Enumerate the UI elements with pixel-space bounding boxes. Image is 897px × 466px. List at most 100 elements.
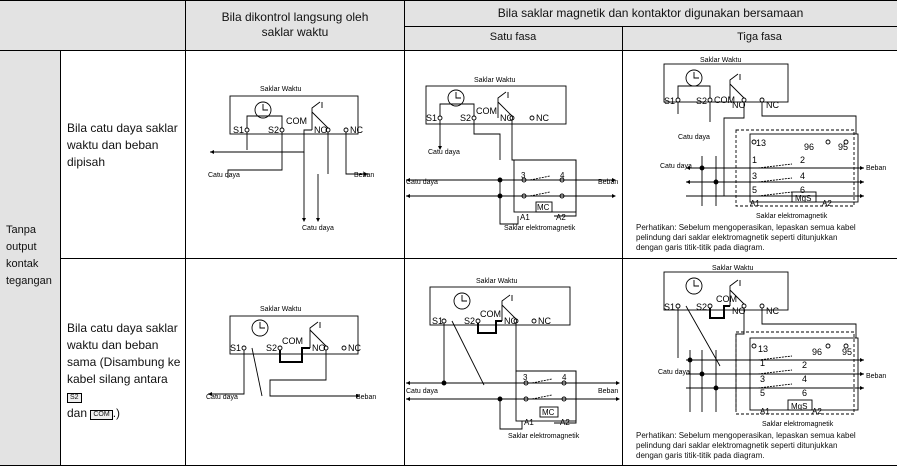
diagram-three-separate: Saklar Waktu S1 S2 COM NO NC Catu daya C… (660, 57, 886, 220)
label-com-6: COM (716, 294, 737, 304)
label-t4-3: 4 (800, 171, 805, 181)
label-s1-5: S1 (664, 96, 675, 106)
label-no-3: NO (500, 113, 514, 123)
row2-label-suffix: .) (112, 406, 121, 420)
label-s2: S2 (268, 125, 279, 135)
header-background (185, 0, 897, 50)
s2-terminal-box: S2 (67, 393, 82, 403)
label-load-2: Beban (356, 394, 376, 401)
label-t95-2: 95 (842, 347, 852, 357)
label-magnetic-switch-2: Saklar elektromagnetik (508, 433, 580, 440)
label-t4-4: 4 (802, 374, 807, 384)
label-power-5b: Catu daya (660, 163, 692, 170)
label-power-2: Catu daya (206, 394, 238, 401)
label-power-4: Catu daya (406, 388, 438, 395)
label-t13-2: 13 (758, 344, 768, 354)
diagram-three-same: Saklar Waktu S1 S2 COM NO NC Catu daya B… (658, 265, 886, 428)
label-a2: A2 (556, 213, 566, 222)
row2-label: Bila catu daya saklar waktu dan beban sa… (67, 320, 185, 422)
label-nc-2: NC (348, 343, 361, 353)
note-line1-2: Perhatikan: Sebelum mengoperasikan, lepa… (636, 431, 856, 440)
note-line2: pelindung dari saklar elektromagnetik se… (636, 233, 838, 242)
label-no-5: NO (732, 100, 746, 110)
label-nc: NC (350, 125, 363, 135)
label-nc-3: NC (536, 113, 549, 123)
label-load-5: Beban (866, 165, 886, 172)
note-three-phase-2: Perhatikan: Sebelum mengoperasikan, lepa… (636, 431, 894, 461)
label-mc-2: MC (542, 408, 555, 417)
label-t3-2: 3 (523, 373, 528, 382)
label-s1-4: S1 (432, 316, 443, 326)
diagram-single-same: Saklar Waktu S1 S2 COM NO NC Catu daya B… (406, 278, 620, 440)
note-line2-2: pelindung dari saklar elektromagnetik se… (636, 441, 838, 450)
label-a2-3: A2 (822, 199, 832, 208)
label-t4: 4 (560, 171, 565, 180)
label-timer-switch-4: Saklar Waktu (476, 278, 517, 285)
label-load-6: Beban (866, 373, 886, 380)
row2-label-mid: dan (67, 406, 88, 420)
label-timer-switch-2: Saklar Waktu (260, 306, 301, 313)
label-timer-switch-6: Saklar Waktu (712, 265, 753, 272)
label-no: NO (314, 125, 328, 135)
row1-label: Bila catu daya saklar waktu dan beban di… (67, 121, 178, 169)
label-com-2: COM (282, 336, 303, 346)
label-t96-2: 96 (812, 347, 822, 357)
label-a1-4: A1 (760, 407, 770, 416)
header-corner (0, 0, 185, 50)
label-no-6: NO (732, 306, 746, 316)
label-nc-5: NC (766, 100, 779, 110)
label-s2-4: S2 (464, 316, 475, 326)
label-nc-4: NC (538, 316, 551, 326)
label-magnetic-switch-4: Saklar elektromagnetik (762, 421, 834, 428)
label-load-3: Beban (598, 179, 618, 186)
label-t6-2: 6 (802, 388, 807, 398)
label-power-bottom: Catu daya (302, 225, 334, 232)
label-t4-2: 4 (562, 373, 567, 382)
label-a2-4: A2 (812, 407, 822, 416)
label-s2-6: S2 (696, 302, 707, 312)
label-com-3: COM (476, 106, 497, 116)
label-power-5: Catu daya (678, 134, 710, 141)
com-terminal-box: COM (90, 410, 113, 420)
label-power-6: Catu daya (658, 369, 690, 376)
label-a2-2: A2 (560, 418, 570, 427)
label-a1-3: A1 (750, 199, 760, 208)
label-s1-3: S1 (426, 113, 437, 123)
label-com-4: COM (480, 309, 501, 319)
label-t13: 13 (756, 138, 766, 148)
label-com: COM (286, 116, 307, 126)
header-single-phase: Satu fasa (489, 31, 537, 43)
diagram-direct-same: Saklar Waktu S1 S2 COM NO NC Catu daya B… (206, 306, 376, 401)
label-mc: MC (537, 203, 550, 212)
label-magnetic-switch: Saklar elektromagnetik (504, 225, 576, 232)
note-line3-2: dengan garis titik-titik pada diagram. (636, 451, 765, 460)
label-t3-4: 3 (760, 374, 765, 384)
label-com-5: COM (714, 95, 735, 105)
label-power-3b: Catu daya (406, 179, 438, 186)
label-magnetic-switch-3: Saklar elektromagnetik (756, 213, 828, 220)
label-timer-switch-3: Saklar Waktu (474, 77, 515, 84)
header-three-phase: Tiga fasa (737, 31, 782, 43)
label-s1-2: S1 (230, 343, 241, 353)
label-t2-2: 2 (802, 360, 807, 370)
note-three-phase-1: Perhatikan: Sebelum mengoperasikan, lepa… (636, 223, 894, 253)
label-t95: 95 (838, 142, 848, 152)
diagram-single-separate: Saklar Waktu S1 S2 COM NO NC Catu daya C… (406, 77, 618, 232)
label-t1-2: 1 (760, 358, 765, 368)
label-power: Catu daya (208, 172, 240, 179)
header-direct-control: Bila dikontrol langsung oleh saklar wakt… (221, 10, 369, 39)
note-line3: dengan garis titik-titik pada diagram. (636, 243, 765, 252)
label-t1: 1 (752, 155, 757, 165)
label-t2: 2 (800, 155, 805, 165)
row2-label-prefix: Bila catu daya saklar waktu dan beban sa… (67, 321, 181, 386)
label-t3-3: 3 (752, 171, 757, 181)
label-no-4: NO (504, 316, 518, 326)
diagram-direct-separate: Saklar Waktu S1 S2 COM NO NC Catu daya B… (208, 86, 374, 232)
row-group-cell (0, 50, 60, 466)
label-nc-6: NC (766, 306, 779, 316)
row-group-label: Tanpa output kontak tegangan (6, 224, 52, 287)
label-s1: S1 (233, 125, 244, 135)
label-mgs-2: MgS (791, 402, 807, 411)
label-load-4: Beban (598, 388, 618, 395)
label-t6: 6 (800, 185, 805, 195)
